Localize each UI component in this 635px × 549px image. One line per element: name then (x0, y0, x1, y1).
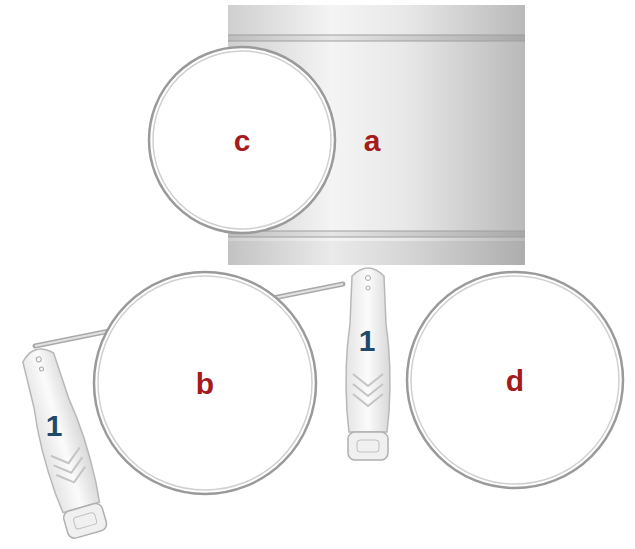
callout-number: 1 (359, 324, 376, 357)
part-letter: a (364, 124, 381, 157)
callout-number: 1 (46, 409, 63, 442)
floor-tom-drum: d (405, 270, 625, 490)
part-letter: b (196, 367, 214, 400)
tom-drum: c (147, 45, 337, 235)
snare-drum: b (92, 270, 318, 496)
bass-pedal: 1 (343, 262, 393, 462)
part-letter: d (506, 364, 524, 397)
part-letter: c (234, 124, 251, 157)
pedal-outline (343, 262, 393, 462)
